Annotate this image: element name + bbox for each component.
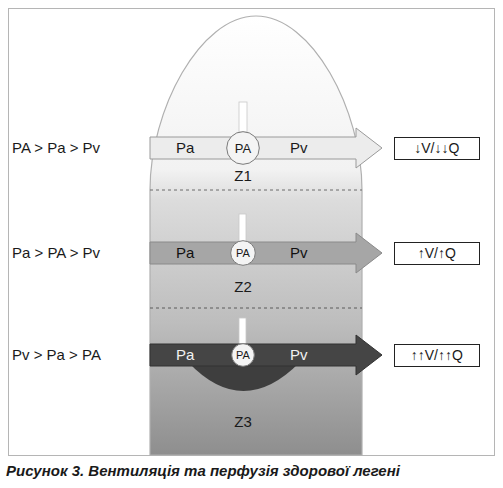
alveolus-outline [227,132,260,165]
flow-arrow: Pa Pv PA [150,233,382,273]
alveolus-circle: PA [226,131,260,165]
figure-caption: Рисунок 3. Вентиляція та перфузія здоров… [6,461,400,481]
figure-frame [9,9,495,456]
arrow-body [150,335,382,375]
alveolar-pressure: PA [235,142,251,155]
alveolus-circle: PA [230,240,256,266]
arterial-pressure: Pa [176,139,194,157]
arrow-body [150,233,382,273]
arrow-body [150,128,382,168]
lung-outline [150,16,362,455]
zone-label: Z3 [234,413,252,431]
ventilation-perfusion: ↓V/↓↓Q [414,139,459,157]
ventilation-perfusion: ↑V/↑Q [418,244,456,262]
pressure-relation: Pa > PA > Pv [12,244,100,262]
airway-stem [239,102,247,132]
zone-label: Z2 [234,278,252,296]
airway-stem [239,318,246,346]
airway-stem [239,214,246,242]
ratio-box: ↑↑V/↑↑Q [394,344,480,367]
ventilation-perfusion: ↑↑V/↑↑Q [411,346,463,364]
pressure-relation: Pv > Pa > PA [12,346,101,364]
zone-divider [150,308,362,309]
alveolar-pressure: PA [236,350,250,361]
ratio-box: ↓V/↓↓Q [394,137,480,160]
ratio-box: ↑V/↑Q [394,242,480,265]
arterial-pressure: Pa [176,244,194,262]
alveolus-circle: PA [231,343,255,367]
pressure-relation: PA > Pa > Pv [12,139,100,157]
zone-label: Z1 [234,167,252,185]
venous-pressure: Pv [290,346,308,364]
alveolus-outline [231,241,256,266]
alveolus-outline [232,344,255,367]
venous-pressure: Pv [290,244,308,262]
arterial-pressure: Pa [176,346,194,364]
venous-pressure: Pv [290,139,308,157]
flow-arrow: Pa Pv PA [150,335,382,375]
zone-divider [150,190,362,191]
alveolar-pressure: PA [236,248,250,259]
flow-arrow: Pa Pv PA [150,128,382,168]
